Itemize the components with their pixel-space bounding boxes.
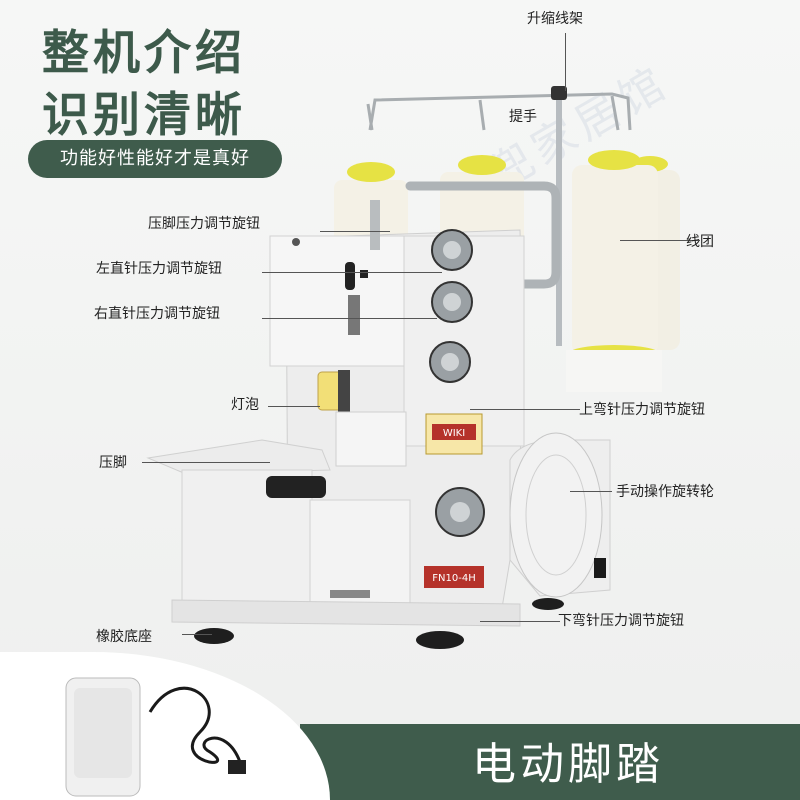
bed-plate [146, 439, 331, 475]
foot-pedal-illustration [65, 677, 246, 797]
presser-foot [266, 476, 326, 498]
label-bulb: 灯泡 [231, 397, 259, 413]
thread-cone-front [572, 165, 658, 355]
rubber-foot-left [194, 628, 234, 644]
model-plate [424, 566, 484, 588]
brand-plate-text: WIKI [443, 428, 465, 439]
footer-title: 电动脚踏 [472, 739, 664, 790]
label-left-needle-knob: 左直针压力调节旋钮 [96, 261, 222, 277]
cone-cap-2 [458, 155, 506, 175]
label-thread-stand: 升缩线架 [527, 11, 583, 27]
plug-icon [228, 760, 246, 774]
label-presser-knob: 压脚压力调节旋钮 [148, 216, 260, 232]
footer-band [300, 724, 800, 800]
carry-handle [405, 181, 561, 289]
label-lower-looper-knob: 下弯针压力调节旋钮 [558, 613, 684, 629]
handwheel [509, 432, 603, 598]
thread-stand-cap [551, 86, 567, 100]
label-right-needle-knob: 右直针压力调节旋钮 [94, 306, 220, 322]
headline-line-1: 整机介绍 [42, 26, 246, 81]
pedal-panel [0, 652, 330, 800]
power-switch [594, 558, 606, 578]
label-rubber-base: 橡胶底座 [96, 629, 152, 645]
label-presser-foot: 压脚 [99, 455, 127, 471]
label-handle: 提手 [509, 109, 537, 125]
thread-stand-arms [368, 92, 632, 131]
tension-knobs [429, 229, 485, 537]
model-plate-text: FN10-4H [432, 573, 475, 584]
rubber-foot-right [416, 631, 464, 649]
label-upper-looper-knob: 上弯针压力调节旋钮 [579, 402, 705, 418]
label-thread-cone: 线团 [686, 234, 714, 250]
label-handwheel: 手动操作旋转轮 [616, 484, 714, 500]
power-cord [148, 686, 242, 764]
tagline-pill: 功能好性能好才是真好 [28, 140, 282, 178]
front-cover [269, 235, 411, 367]
presser-bar [370, 200, 380, 250]
headline-line-2: 识别清晰 [42, 88, 246, 143]
cone-cap-1 [347, 162, 395, 182]
